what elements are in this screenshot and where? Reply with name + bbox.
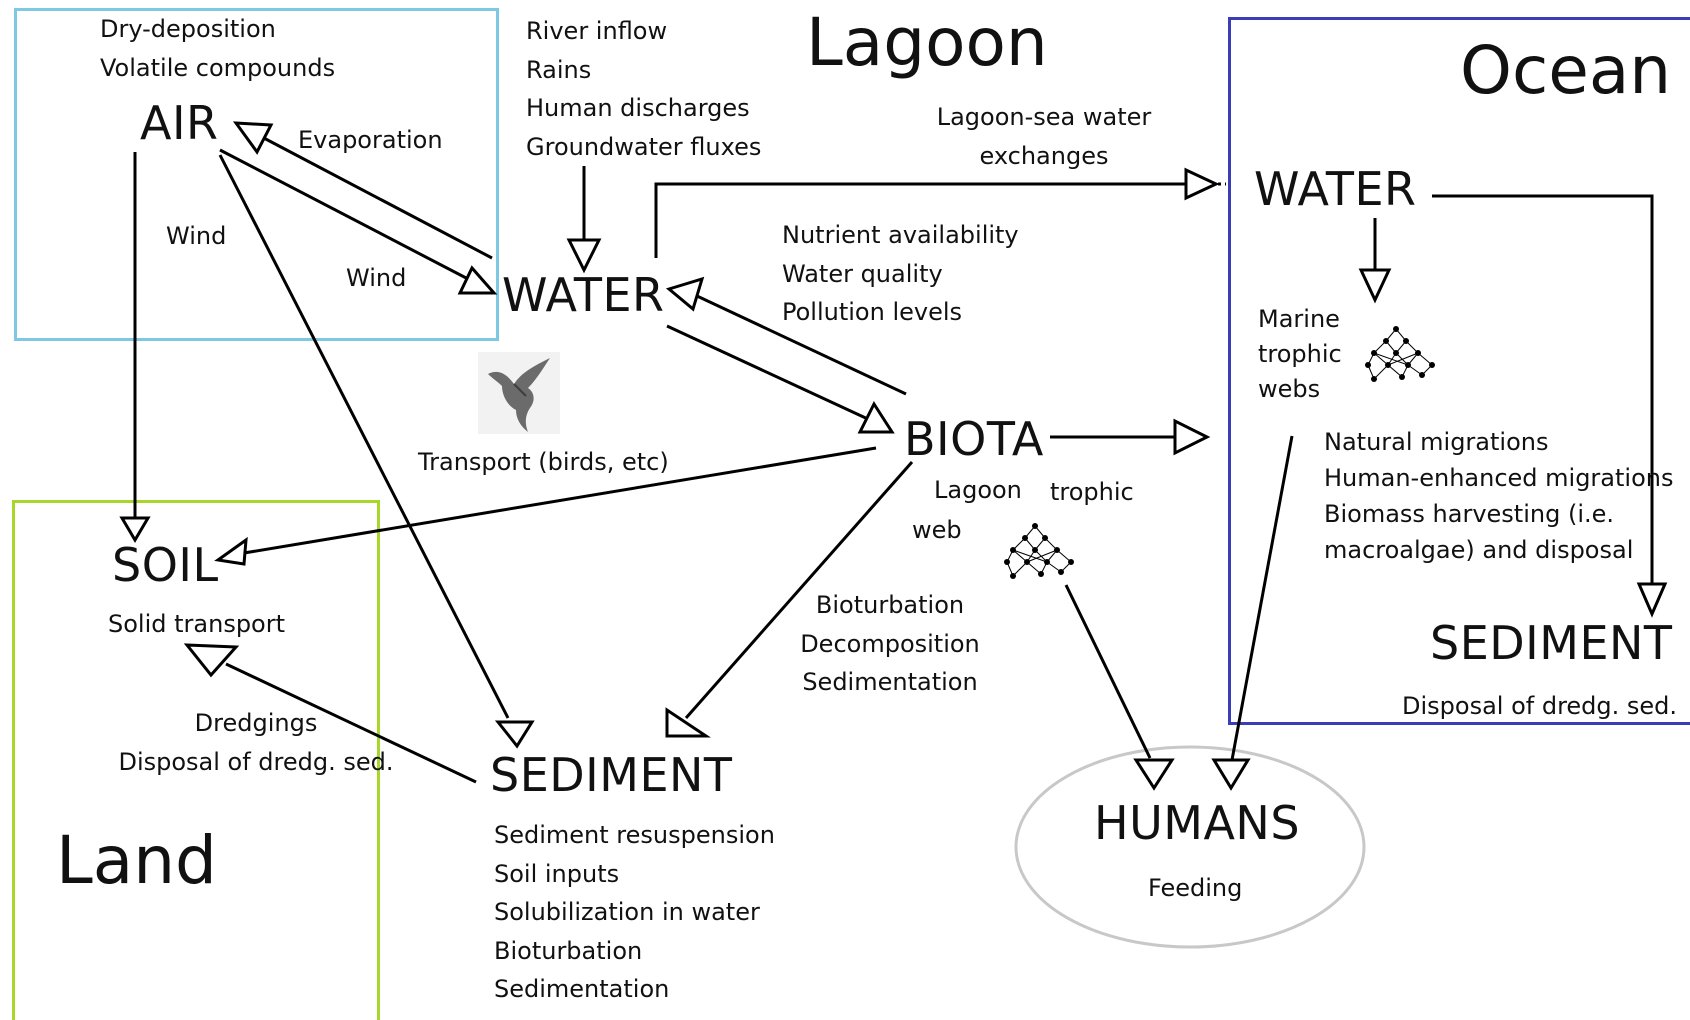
arrowhead-biota-soil xyxy=(214,536,248,566)
arrowhead-biota-sediment xyxy=(665,707,711,738)
dredgings-label: Dredgings Disposal of dredg. sed. xyxy=(86,704,426,781)
arrow-ocean-humans xyxy=(1230,435,1294,761)
humans-ellipse xyxy=(1014,745,1366,949)
water-input-line: Rains xyxy=(526,55,592,84)
lagoon-food-web-icon xyxy=(1004,523,1074,579)
dredgings-line: Disposal of dredg. sed. xyxy=(118,747,394,776)
sediment-process-line: Bioturbation xyxy=(494,936,643,965)
arrowhead-air-soil xyxy=(119,516,151,543)
water-input-line: Human discharges xyxy=(526,94,750,122)
ocean-water-node: WATER xyxy=(1254,162,1417,216)
biota-sediment-line: Bioturbation xyxy=(815,591,965,619)
arrow-lagoonweb-humans xyxy=(1064,584,1152,759)
arrowhead-inputs-water xyxy=(566,238,602,274)
sediment-process-line: Sediment resuspension xyxy=(494,821,775,849)
ocean-sediment-note: Disposal of dredg. sed. xyxy=(1402,692,1678,720)
water-input-line: Groundwater fluxes xyxy=(526,132,762,161)
arrowhead-oceanwater-sediment xyxy=(1636,582,1668,618)
arrowhead-water-biota xyxy=(857,400,895,434)
wind-vertical-label: Wind xyxy=(166,222,227,250)
arrow-biota-sediment xyxy=(684,461,914,719)
ocean-region-box xyxy=(1228,17,1690,725)
marine-web-line: webs xyxy=(1258,375,1321,403)
arrow-oceanwater-sediment xyxy=(1432,194,1654,584)
marine-food-web-icon xyxy=(1365,326,1435,382)
air-source-line: Volatile compounds xyxy=(100,53,336,82)
arrowhead-water-air xyxy=(232,121,274,155)
arrowhead-lagoonweb-humans xyxy=(1133,758,1175,791)
ocean-biota-line: macroalgae) and disposal xyxy=(1324,536,1634,564)
arrow-biota-soil xyxy=(243,446,877,555)
bird-icon xyxy=(478,352,560,434)
air-node: AIR xyxy=(140,96,219,150)
ocean-biota-line: Biomass harvesting (i.e. xyxy=(1324,500,1615,528)
arrowhead-oceanwater-web xyxy=(1358,268,1392,304)
ocean-sediment-node: SEDIMENT xyxy=(1430,616,1673,670)
water-biota-line: Nutrient availability xyxy=(782,221,1019,249)
arrow-air-water xyxy=(219,148,471,282)
air-sources-label: Dry-deposition Volatile compounds xyxy=(100,10,335,87)
water-biota-label: Nutrient availability Water quality Poll… xyxy=(782,216,1019,332)
humans-node: HUMANS xyxy=(1094,796,1301,850)
water-biota-line: Water quality xyxy=(782,259,943,288)
soil-node: SOIL xyxy=(112,538,219,592)
lagoon-water-node: WATER xyxy=(502,268,665,322)
marine-web-line: trophic xyxy=(1258,340,1342,368)
arrow-water-ocean xyxy=(654,182,1186,258)
lagoon-web-label-1: Lagoon xyxy=(934,476,1022,504)
lagoon-web-label-2: trophic xyxy=(1050,478,1134,506)
lagoon-web-label-3: web xyxy=(912,516,962,544)
ocean-biota-label: Natural migrations Human-enhanced migrat… xyxy=(1324,424,1673,568)
arrow-water-biota xyxy=(666,324,871,422)
land-region-box xyxy=(12,500,380,1020)
ocean-region-title: Ocean xyxy=(1460,32,1672,109)
lagoon-sediment-node: SEDIMENT xyxy=(490,748,733,802)
sediment-process-line: Soil inputs xyxy=(494,859,620,888)
air-region-box xyxy=(14,8,499,341)
sediment-process-line: Sedimentation xyxy=(494,975,670,1003)
evaporation-label: Evaporation xyxy=(298,126,443,154)
arrowhead-biota-ocean xyxy=(1173,418,1211,456)
arrowhead-ocean-humans xyxy=(1211,758,1251,791)
land-region-title: Land xyxy=(56,822,217,899)
arrow-air-sediment xyxy=(218,154,510,719)
water-biota-line: Pollution levels xyxy=(782,298,963,326)
marine-web-label: Marine trophic webs xyxy=(1258,302,1342,407)
ocean-biota-line: Natural migrations xyxy=(1324,428,1549,456)
wind-diagonal-label: Wind xyxy=(346,264,407,292)
arrowhead-biota-water xyxy=(665,276,705,312)
arrow-sediment-soil xyxy=(225,662,477,784)
feeding-label: Feeding xyxy=(1148,874,1243,902)
arrowhead-air-water xyxy=(457,265,498,295)
water-inputs-label: River inflow Rains Human discharges Grou… xyxy=(526,12,761,166)
arrow-water-air xyxy=(259,134,493,260)
arrowhead-sediment-soil xyxy=(183,643,240,678)
sediment-process-line: Solubilization in water xyxy=(494,898,760,926)
sea-exchange-label: Lagoon-sea water exchanges xyxy=(934,98,1154,175)
arrowhead-air-sediment xyxy=(494,720,535,749)
biota-sediment-line: Sedimentation xyxy=(802,668,978,696)
arrow-biota-water xyxy=(696,294,907,396)
transport-label: Transport (birds, etc) xyxy=(418,448,669,476)
dredgings-line: Dredgings xyxy=(194,709,318,737)
biota-node: BIOTA xyxy=(904,412,1044,466)
air-source-line: Dry-deposition xyxy=(100,15,276,43)
biota-sediment-label: Bioturbation Decomposition Sedimentation xyxy=(770,586,1010,702)
solid-transport-label: Solid transport xyxy=(108,610,286,638)
biota-sediment-line: Decomposition xyxy=(800,629,980,658)
arrowhead-water-ocean xyxy=(1184,167,1220,201)
sediment-processes-label: Sediment resuspension Soil inputs Solubi… xyxy=(494,816,775,1009)
marine-web-line: Marine xyxy=(1258,305,1340,333)
lagoon-region-title: Lagoon xyxy=(806,4,1048,81)
sea-exchange-line: exchanges xyxy=(979,141,1109,170)
sea-exchange-line: Lagoon-sea water xyxy=(936,103,1152,131)
ocean-biota-line: Human-enhanced migrations xyxy=(1324,464,1674,492)
water-input-line: River inflow xyxy=(526,17,668,45)
